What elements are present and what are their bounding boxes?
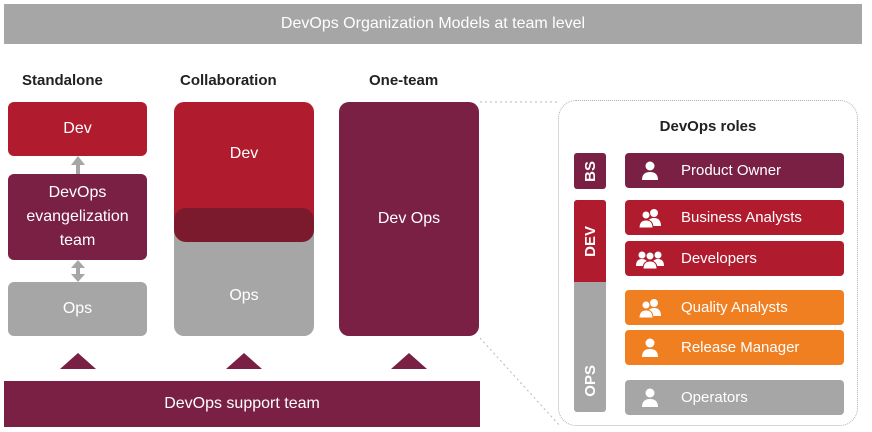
- role-label: Release Manager: [681, 339, 800, 356]
- group-icon: [636, 251, 664, 270]
- ops-group-segment: OPS: [574, 350, 606, 412]
- people-icon: [638, 209, 661, 229]
- bs-group-label: BS: [581, 160, 599, 182]
- role-business-analysts: Business Analysts: [625, 200, 844, 235]
- role-label: Business Analysts: [681, 209, 802, 226]
- support-arrow-standalone-icon: [60, 353, 96, 369]
- page-title: DevOps Organization Models at team level: [4, 4, 862, 44]
- role-release-manager: Release Manager: [625, 330, 844, 365]
- person-icon: [642, 161, 658, 180]
- ops-group-label: OPS: [581, 365, 599, 397]
- dev-group-label: DEV: [581, 225, 599, 257]
- collaboration-ops-box: Ops: [174, 226, 314, 336]
- standalone-dev-box: Dev: [8, 102, 147, 156]
- role-developers: Developers: [625, 241, 844, 276]
- person-icon: [642, 338, 658, 357]
- support-arrow-collaboration-icon: [226, 353, 262, 369]
- support-arrow-one-team-icon: [391, 353, 427, 369]
- person-icon: [642, 388, 658, 407]
- arrow-up-icon: [71, 156, 85, 176]
- evangelization-team-box: DevOps evangelization team: [8, 174, 147, 260]
- role-label: Product Owner: [681, 162, 782, 179]
- standalone-ops-box: Ops: [8, 282, 147, 336]
- collaboration-heading: Collaboration: [180, 72, 277, 89]
- role-label: Quality Analysts: [681, 299, 788, 316]
- role-label: Operators: [681, 389, 748, 406]
- devops-roles-heading: DevOps roles: [659, 118, 757, 135]
- collaboration-overlap: [174, 208, 314, 242]
- standalone-heading: Standalone: [22, 72, 103, 89]
- collaboration-dev-box: Dev: [174, 102, 314, 226]
- role-label: Developers: [681, 250, 757, 267]
- people-icon: [638, 299, 661, 319]
- dev-group-segment: DEV: [574, 200, 606, 282]
- bs-group-bar: BS: [574, 153, 606, 189]
- role-product-owner: Product Owner: [625, 153, 844, 188]
- one-team-devops-box: Dev Ops: [339, 102, 479, 336]
- dev-ops-group-bar: DEV OPS: [574, 200, 606, 412]
- one-team-heading: One-team: [369, 72, 439, 89]
- role-operators: Operators: [625, 380, 844, 415]
- panel-connector: [479, 101, 561, 427]
- collaboration-block: Dev Ops: [174, 102, 314, 336]
- support-team-bar: DevOps support team: [4, 381, 480, 427]
- double-arrow-icon: [71, 260, 85, 282]
- role-quality-analysts: Quality Analysts: [625, 290, 844, 325]
